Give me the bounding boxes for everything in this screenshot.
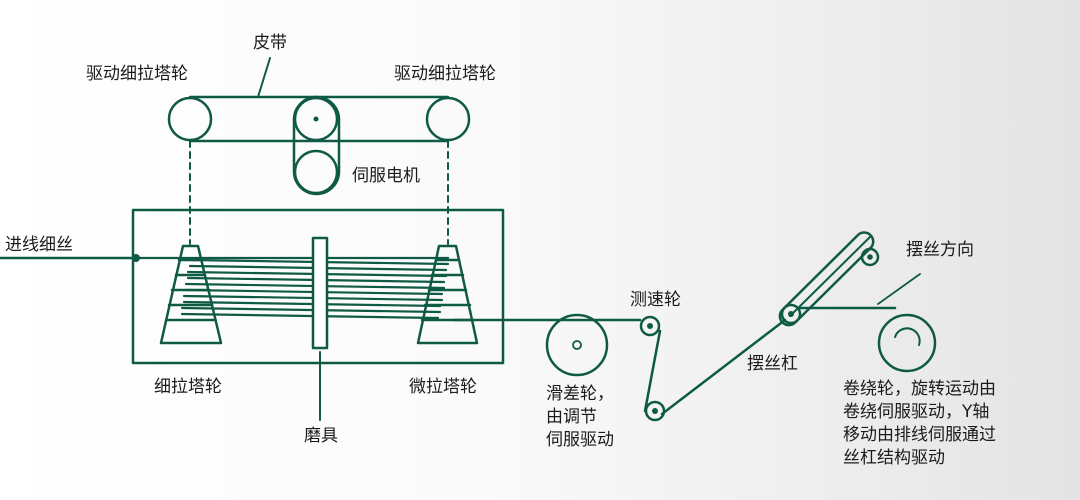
belt-leader [257,57,271,98]
drive-pulley-left [167,96,213,142]
micro-cone-pulley [416,244,479,345]
slip-wheel [545,313,609,377]
winding-wheel [877,313,937,373]
guide-wheel [644,400,666,422]
servo-motor-pulley-bottom [293,149,339,195]
swing-direction-arrow [877,273,921,305]
label-swing-direction: 摆丝方向 [906,240,974,260]
servo-motor-center [313,116,319,122]
wire-down-to-slip [643,329,662,413]
label-fine-cone: 细拉塔轮 [154,377,222,397]
slip-wheel-hub [572,340,582,350]
machine-frame [131,208,505,365]
fine-cone-pulley [159,244,223,345]
label-drive-cone-left: 驱动细拉塔轮 [86,64,188,84]
swing-bar-pivot [780,303,802,325]
label-servo-motor: 伺服电机 [352,166,420,186]
swing-bar-end [860,247,880,267]
label-die: 磨具 [304,426,338,446]
label-swing-bar: 摆丝杠 [747,354,798,374]
label-drive-cone-right: 驱动细拉塔轮 [394,64,496,84]
speed-wheel [639,315,661,337]
label-micro-cone: 微拉塔轮 [409,377,477,397]
drive-pulley-right [425,96,471,142]
wire-entry-point [132,254,140,262]
label-incoming-wire: 进线细丝 [5,235,73,255]
wire-to-swing-bar [660,318,787,416]
label-winding-wheel: 卷绕轮，旋转运动由 卷绕伺服驱动，Y轴 移动由排线伺服通过 丝杠结构驱动 [843,379,996,468]
servo-motor-housing [292,95,341,196]
die-block [311,236,329,350]
label-belt: 皮带 [253,33,287,53]
label-speed-wheel: 测速轮 [630,290,681,310]
winding-rotation-arrow [894,327,921,346]
label-slip-wheel: 滑差轮， 由调节 伺服驱动 [546,384,614,450]
servo-motor-pulley-top [293,96,339,142]
